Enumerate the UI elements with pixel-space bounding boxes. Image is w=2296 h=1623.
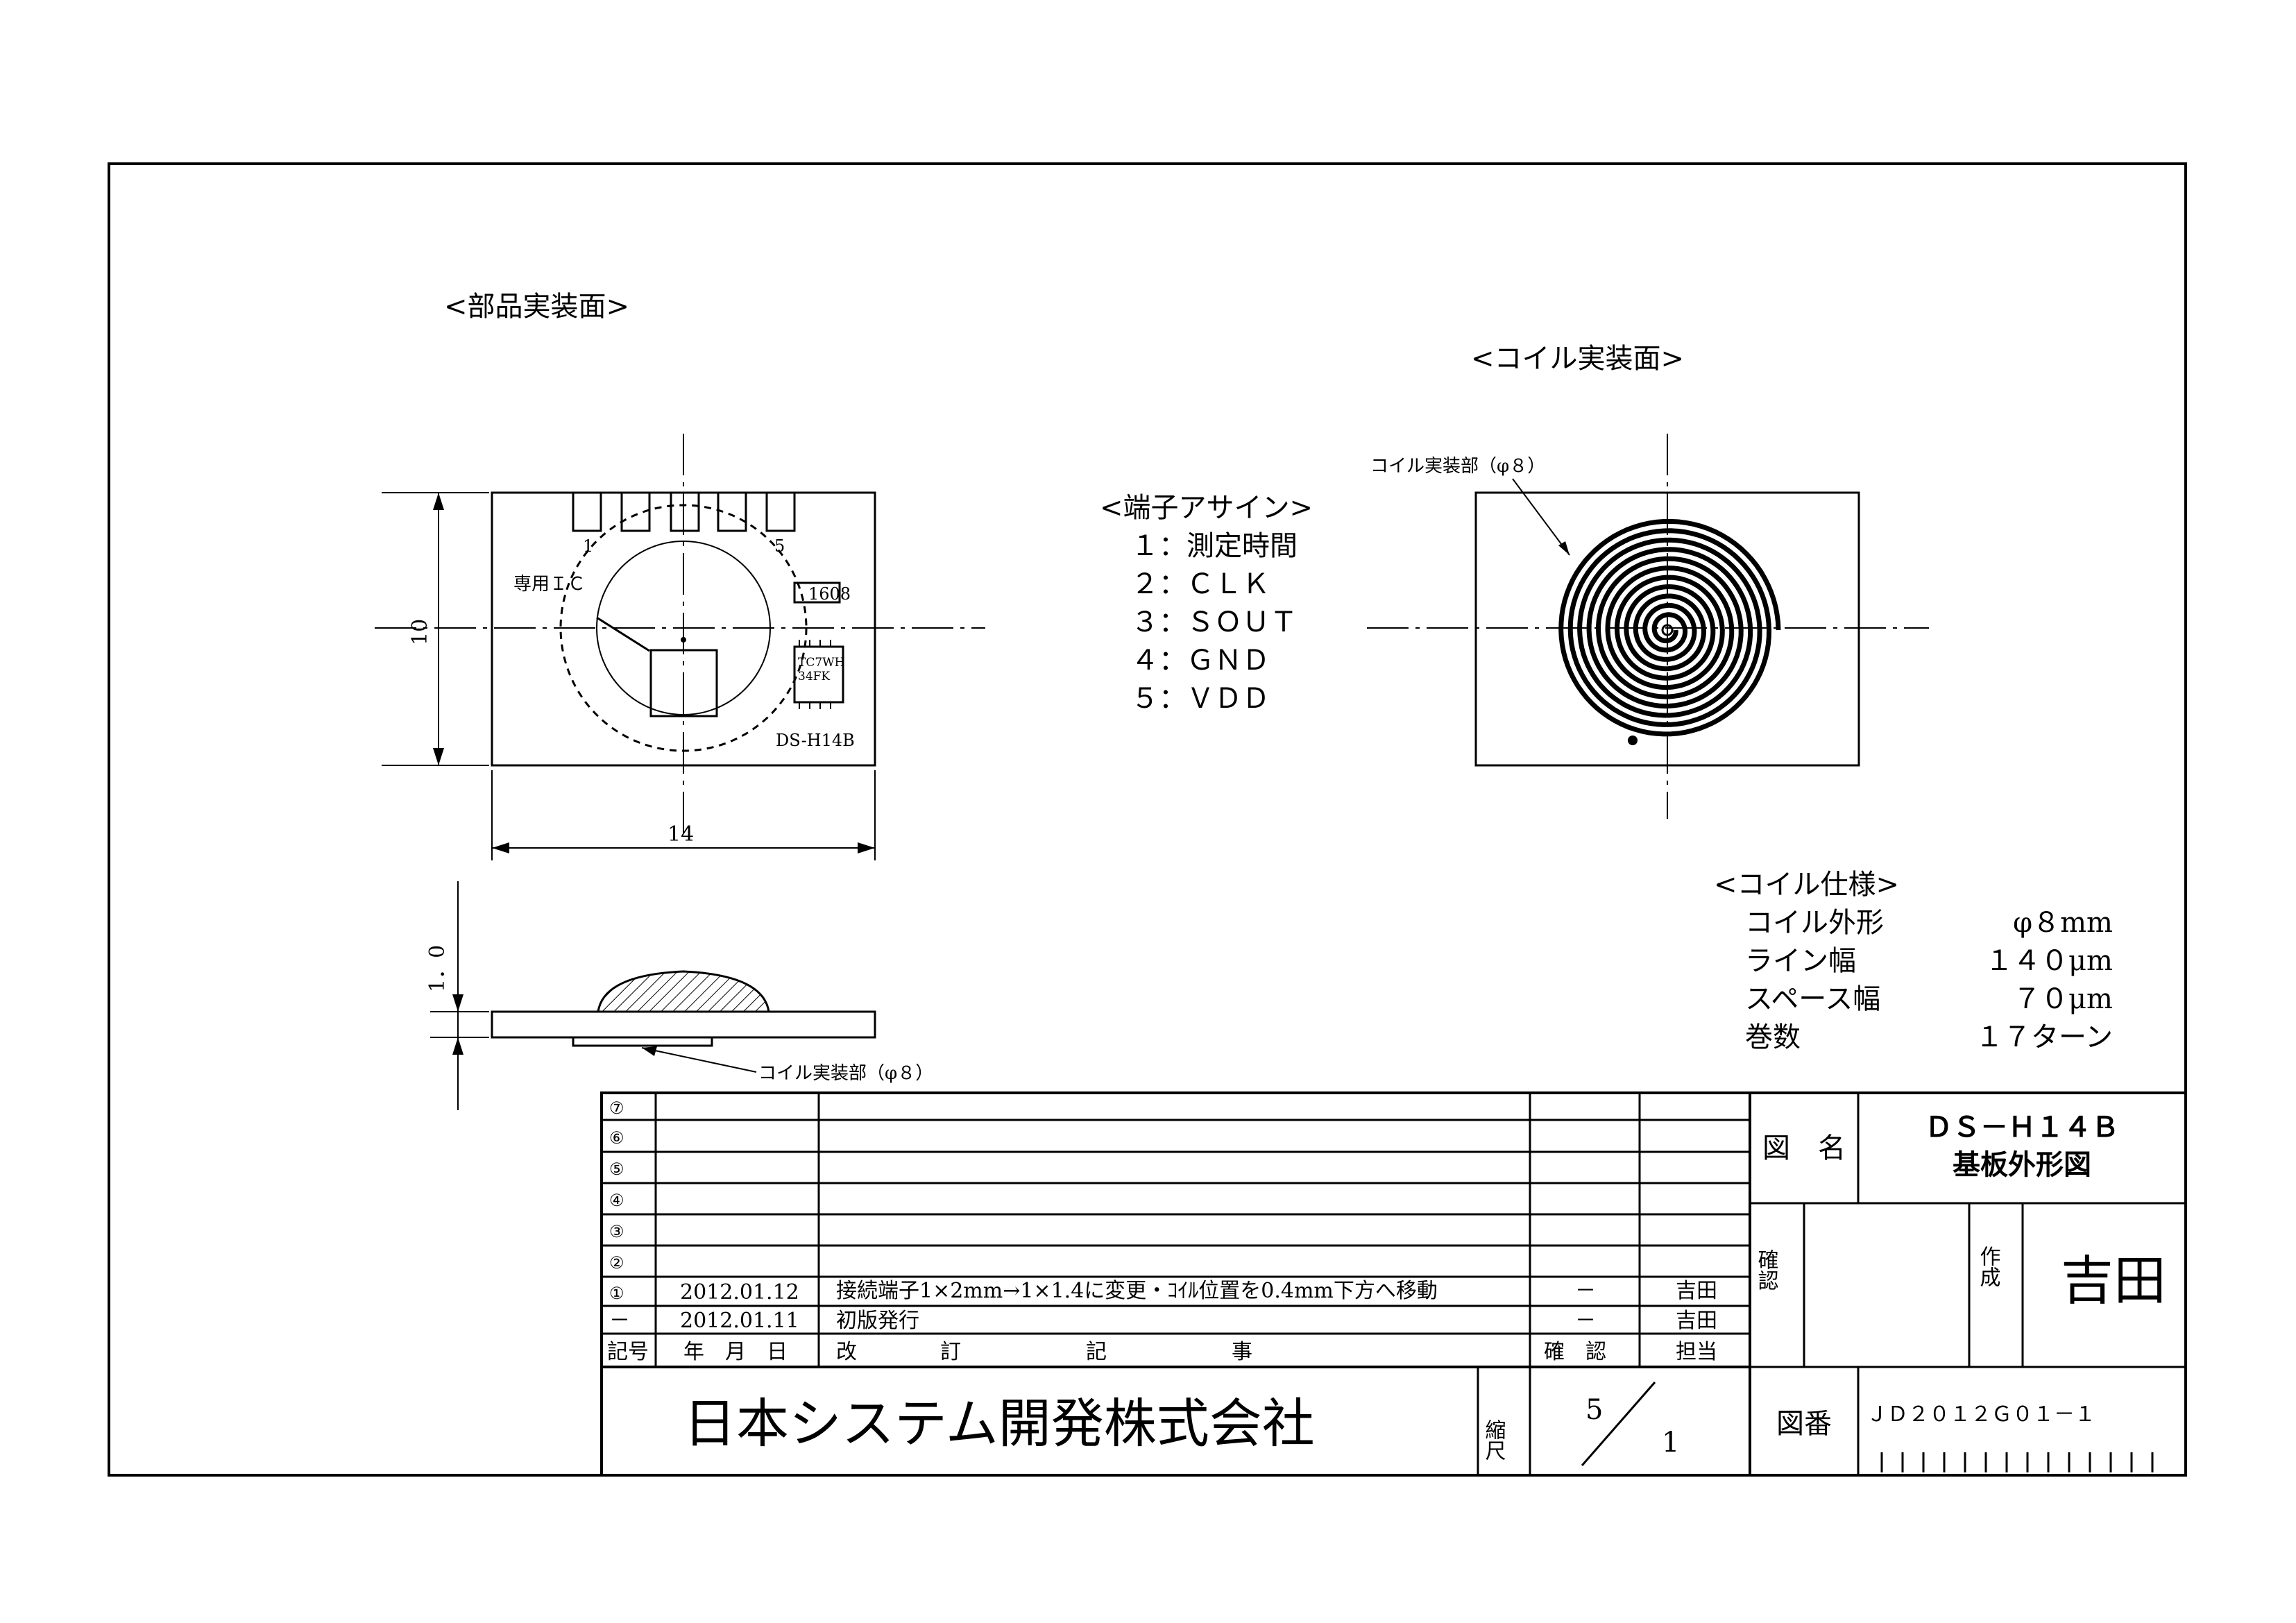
rev-person-1: 吉田 — [1676, 1279, 1717, 1303]
rev-date-1: 2012.01.12 — [680, 1280, 799, 1305]
scale-label: 縮尺 — [1481, 1419, 1506, 1461]
rev-header-content: 改 訂 記 事 — [836, 1340, 1252, 1364]
author-name: 吉田 — [2061, 1250, 2166, 1311]
drawing-name-2: 基板外形図 — [1953, 1148, 2091, 1181]
coil-spiral — [1558, 518, 1781, 737]
rev-date-0: 2012.01.11 — [680, 1309, 799, 1333]
side-view: 1．0 コイル実装部（φ８） — [425, 881, 933, 1110]
rev-header-confirm: 確 認 — [1544, 1340, 1606, 1364]
pin-assign-4: ４：ＧＮＤ — [1131, 645, 1270, 677]
dim-width-label: 14 — [667, 822, 694, 847]
component-side-title: <部品実装面> — [444, 291, 629, 323]
rev-mark-2: ② — [609, 1253, 624, 1273]
chip-marking-2: 34FK — [798, 670, 830, 683]
coil-spec-name-0: コイル外形 — [1745, 907, 1884, 939]
rev-content-1: 接続端子1×2mm→1×1.4に変更・ｺｲﾙ位置を0.4mm下方へ移動 — [836, 1279, 1438, 1303]
rev-content-0: 初版発行 — [836, 1309, 919, 1333]
board-name-label: DS-H14B — [776, 731, 855, 750]
rev-mark-1: ① — [609, 1284, 624, 1303]
drawing-no: ＪＤ２０１２Ｇ０１－１ — [1866, 1402, 2095, 1427]
rev-confirm-1: － — [1575, 1279, 1596, 1303]
pin-1-label: 1 — [583, 536, 593, 556]
coil-area-label-top: コイル実装部（φ８） — [1370, 456, 1545, 477]
coil-spec-name-2: スペース幅 — [1745, 983, 1880, 1015]
rev-mark-3: ③ — [609, 1222, 624, 1241]
revision-table: ⑦ ⑥ ⑤ ④ ③ ② ① 2012.01.12 接続端子1×2mm→1×1.4… — [600, 1091, 1751, 1368]
drawing-no-label: 図番 — [1776, 1408, 1832, 1440]
coil-spec-name-1: ライン幅 — [1745, 945, 1856, 977]
company-name: 日本システム開発株式会社 — [683, 1393, 1315, 1454]
coil-area-label-side: コイル実装部（φ８） — [758, 1063, 933, 1084]
rev-confirm-0: － — [1575, 1309, 1596, 1333]
rev-header-mark: 記号 — [607, 1340, 649, 1364]
coil-spec-title: <コイル仕様> — [1714, 869, 1899, 901]
rev-person-0: 吉田 — [1676, 1309, 1717, 1333]
part-1608-label: 1608 — [808, 584, 851, 604]
pin-assign-2: ２：ＣＬＫ — [1131, 568, 1270, 600]
rev-mark-0: － — [609, 1309, 630, 1333]
pin-assign-title: <端子アサイン> — [1100, 492, 1313, 524]
pin-assign-block: <端子アサイン> １：測定時間 ２：ＣＬＫ ３：ＳＯＵＴ ４：ＧＮＤ ５：ＶＤＤ — [1100, 492, 1313, 715]
pin-assign-3: ３：ＳＯＵＴ — [1131, 606, 1298, 638]
scale-denominator: 1 — [1662, 1427, 1679, 1459]
coil-spec-block: <コイル仕様> コイル外形 φ８mm ライン幅 １４０μm スペース幅 ７０μm… — [1714, 869, 2113, 1053]
pin-5-label: 5 — [774, 536, 785, 556]
coil-spec-value-3: １７ターン — [1975, 1021, 2113, 1053]
coil-spec-value-0: φ８mm — [2013, 907, 2113, 939]
dim-height-label: 10 — [408, 619, 432, 645]
coil-side-view: コイル実装部（φ８） — [1367, 434, 1929, 819]
coil-spec-name-3: 巻数 — [1745, 1021, 1801, 1053]
rev-mark-7: ⑦ — [609, 1098, 624, 1118]
drawing-name-label: 図 名 — [1762, 1132, 1846, 1164]
component-side-view: 1 5 専用ＩＣ 1608 TC7WH 34FK DS-H14B 10 — [375, 434, 985, 860]
scale-numerator: 5 — [1585, 1394, 1603, 1426]
coil-side-title: <コイル実装面> — [1471, 343, 1684, 375]
pin-assign-5: ５：ＶＤＤ — [1131, 683, 1270, 715]
dim-thickness-label: 1．0 — [425, 945, 450, 992]
check-label: 確認 — [1754, 1249, 1779, 1291]
drawing-name-1: ＤＳ－Ｈ１４Ｂ — [1925, 1111, 2119, 1144]
rev-mark-5: ⑤ — [609, 1159, 624, 1179]
pin-assign-1: １：測定時間 — [1131, 530, 1298, 562]
rev-header-person: 担当 — [1676, 1340, 1717, 1364]
author-label: 作成 — [1976, 1246, 2000, 1287]
rev-mark-6: ⑥ — [609, 1128, 624, 1148]
rev-mark-4: ④ — [609, 1191, 624, 1210]
coil-spec-value-1: １４０μm — [1985, 945, 2113, 977]
chip-marking-1: TC7WH — [798, 656, 844, 670]
dedicated-ic-label: 専用ＩＣ — [513, 574, 586, 595]
title-block: 日本システム開発株式会社 縮尺 5 1 図 名 ＤＳ－Ｈ１４Ｂ 基板外形図 確認… — [600, 1091, 2187, 1477]
coil-spec-value-2: ７０μm — [2013, 983, 2113, 1015]
rev-header-date: 年 月 日 — [683, 1340, 788, 1364]
